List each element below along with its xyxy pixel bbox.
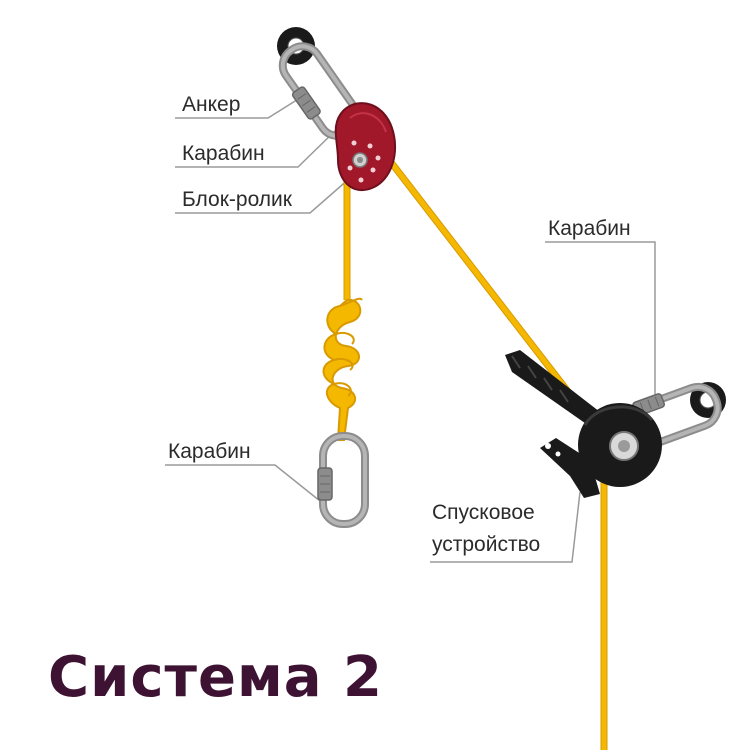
leader-carabiner-right: [545, 241, 656, 400]
leader-anchor: [175, 97, 301, 119]
leader-descender: [430, 491, 581, 563]
label-carabiner-bottom: Карабин: [168, 440, 251, 463]
page-title: Система 2: [48, 645, 383, 710]
label-descender-line1: Спусковое: [432, 501, 535, 524]
leader-carabiner-bottom: [165, 464, 326, 506]
carabiner-bottom: [317, 432, 369, 528]
label-carabiner-top: Карабин: [182, 142, 265, 165]
leader-pulley: [175, 177, 351, 214]
descender: [505, 350, 662, 498]
label-descender-line2: устройство: [432, 533, 541, 556]
rope: [343, 144, 608, 750]
leader-carabiner-top: [175, 127, 339, 168]
label-anchor: Анкер: [182, 93, 241, 116]
leader-lines: [165, 97, 656, 563]
figure-eight-knot: [322, 297, 363, 441]
label-pulley: Блок-ролик: [182, 188, 292, 211]
pulley: [334, 102, 397, 191]
label-carabiner-right: Карабин: [548, 217, 631, 240]
